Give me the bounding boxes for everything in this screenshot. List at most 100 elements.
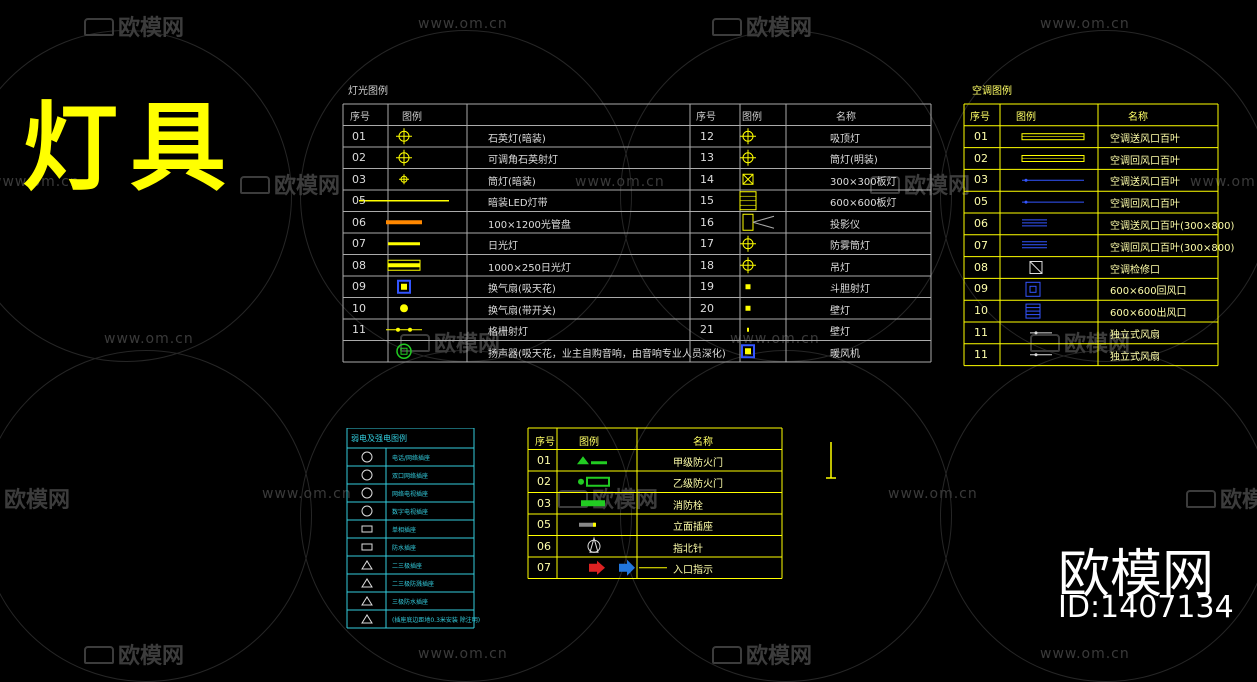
row-name: 空调送风口百叶 [1110, 133, 1180, 145]
row-name: 电话/网络插座 [392, 455, 431, 462]
watermark-logo: 欧模网 [712, 638, 812, 670]
row-number: 11 [352, 323, 366, 336]
row-name: 独立式风扇 [1110, 351, 1160, 363]
row-name: 600×600出风口 [1110, 308, 1187, 320]
header-icon: 图例 [579, 437, 599, 448]
watermark-url: www.om.cn [418, 646, 508, 662]
header-no: 序号 [970, 112, 990, 123]
row-number: 15 [700, 194, 714, 207]
row-number: 02 [537, 475, 551, 488]
row-number: 03 [352, 172, 366, 186]
watermark-url: www.om.cn [575, 174, 665, 190]
row-number: 05 [974, 195, 988, 209]
row-number: 12 [700, 129, 714, 143]
row-name: 乙级防火门 [673, 479, 723, 490]
watermark-logo: 欧模网 [4, 488, 71, 513]
watermark-url: www.om.cn [1040, 646, 1130, 662]
watermark-logo: 欧模网 [84, 638, 184, 670]
row-name: 日光灯 [488, 241, 518, 252]
row-name: 吸顶灯 [830, 133, 860, 145]
header-name: 名称 [1128, 112, 1148, 123]
row-name: 扬声器(吸天花，业主自购音响，由音响专业人员深化) [488, 348, 726, 360]
row-name: 600×600板灯 [830, 198, 897, 209]
row-name: 筒灯(暗装) [488, 176, 536, 188]
row-number: 06 [352, 215, 366, 229]
row-name: 空调送风口百叶(300×800) [1110, 221, 1235, 232]
row-name: 格栅射灯 [488, 327, 528, 338]
watermark-logo: 欧模网 [1186, 482, 1257, 514]
ac-caption: 空调图例 [972, 86, 1012, 97]
row-number: 10 [352, 301, 366, 315]
watermark-logo: 欧模网 [84, 10, 184, 42]
header-icon: 图例 [742, 112, 762, 123]
page-title: 灯具 [22, 91, 238, 204]
row-name: (插座底边距地0.3米安装 除注明) [392, 617, 481, 624]
row-number: 01 [974, 129, 988, 143]
row-name: 数字电视插座 [392, 509, 429, 516]
row-name: 换气扇(带开关) [488, 305, 556, 317]
header-icon: 图例 [1016, 112, 1036, 123]
row-number: 10 [974, 304, 988, 318]
row-name: 指北针 [673, 543, 703, 555]
row-name: 换气扇(吸天花) [488, 284, 556, 295]
row-name: 双口网络插座 [392, 473, 429, 480]
row-number: 02 [352, 151, 366, 164]
row-name: 100×1200光管盘 [488, 219, 571, 231]
row-name: 壁灯 [830, 305, 850, 317]
row-number: 06 [974, 217, 988, 230]
watermark-url: www.om.cn [730, 331, 820, 347]
row-name: 300×300板灯 [830, 176, 897, 188]
header-no: 序号 [696, 112, 716, 123]
watermark-url: www.om.cn [1190, 174, 1257, 190]
row-number: 18 [700, 258, 714, 272]
row-name: 投影仪 [830, 219, 860, 231]
header-name: 名称 [836, 112, 856, 123]
row-name: 600×600回风口 [1110, 286, 1187, 298]
row-name: 空调送风口百叶 [1110, 177, 1180, 189]
row-number: 01 [352, 129, 366, 143]
watermark-circle [940, 350, 1257, 682]
row-name: 石英灯(暗装) [488, 133, 546, 145]
row-name: 1000×250日光灯 [488, 262, 571, 274]
row-number: 07 [537, 561, 551, 574]
header-no: 序号 [350, 112, 370, 123]
brand-id: ID:1407134 [1058, 590, 1234, 625]
row-number: 08 [974, 260, 988, 274]
row-number: 09 [974, 282, 988, 296]
row-number: 20 [700, 301, 714, 315]
row-name: 空调回风口百叶 [1110, 155, 1180, 167]
row-name: 二三极插座 [392, 563, 423, 570]
row-name: 入口指示 [673, 565, 713, 576]
row-number: 13 [700, 151, 714, 164]
row-number: 05 [352, 194, 366, 207]
row-number: 05 [537, 518, 551, 531]
row-name: 独立式风扇 [1110, 330, 1160, 341]
lighting-grid [342, 103, 932, 363]
watermark-logo: 欧模网 [1030, 326, 1130, 358]
watermark-logo: 欧模网 [240, 168, 340, 200]
row-name: 防水插座 [392, 545, 417, 552]
header-no: 序号 [535, 437, 555, 448]
row-number: 02 [974, 151, 988, 165]
row-name: 二三极防溅插座 [392, 581, 435, 588]
ac-grid [963, 103, 1219, 367]
watermark-url: www.om.cn [418, 16, 508, 32]
row-number: 07 [352, 237, 366, 250]
fire-grid [527, 427, 783, 579]
row-name: 暗装LED灯带 [488, 198, 548, 209]
row-name: 防雾筒灯 [830, 241, 870, 252]
watermark-logo: 欧模网 [870, 168, 970, 200]
brand-name: 欧模网 [1058, 545, 1215, 605]
watermark-url: www.om.cn [262, 486, 352, 502]
row-name: 甲级防火门 [673, 457, 723, 469]
weak-grid [346, 428, 475, 629]
row-number: 03 [537, 496, 551, 510]
row-name: 暖风机 [830, 348, 860, 360]
watermark-logo: 欧模网 [712, 10, 812, 42]
row-name: 吊灯 [830, 262, 850, 274]
row-name: 壁灯 [830, 327, 850, 338]
lighting-caption: 灯光图例 [348, 86, 388, 97]
